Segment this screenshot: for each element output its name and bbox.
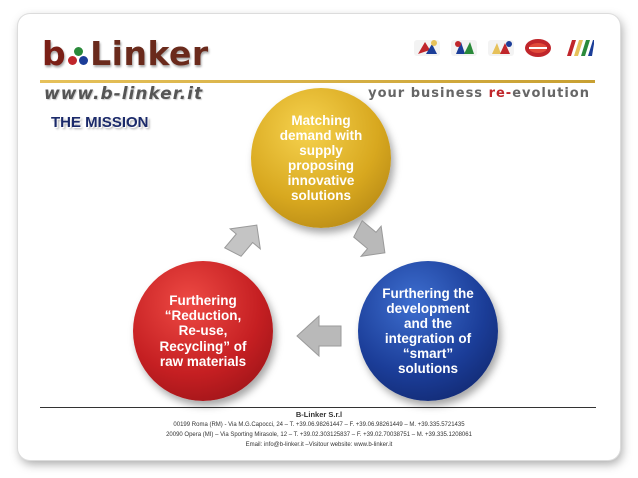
page-title: THE MISSION <box>51 114 149 131</box>
tagline-end: evolution <box>512 86 590 101</box>
arrow-right-to-left-icon <box>296 314 342 358</box>
cycle-step-1-text: Matching demand with supply proposing in… <box>279 112 363 204</box>
partner-logo-5-icon <box>567 40 594 56</box>
footer-address-opera: 20090 Opera (MI) – Via Sporting Mirasole… <box>166 432 472 438</box>
tagline-start: your business <box>368 86 489 101</box>
footer: B-Linker S.r.l 00199 Roma (RM) - Via M.G… <box>18 410 620 450</box>
footer-company: B-Linker S.r.l <box>295 410 343 419</box>
b-linker-logo: b Linker <box>42 32 209 76</box>
partner-logo-3-icon <box>488 40 514 56</box>
cycle-step-recycling: Furthering “Reduction, Re-use, Recycling… <box>133 261 273 401</box>
cycle-step-development: Furthering the development and the integ… <box>358 261 498 401</box>
partner-logo-1-icon <box>414 40 440 56</box>
logo-prefix: b <box>42 34 67 73</box>
footer-divider <box>40 407 596 408</box>
partner-logos <box>412 36 598 60</box>
header-divider <box>40 80 595 83</box>
partner-logo-4-icon <box>525 39 551 57</box>
arrow-left-to-top-icon <box>223 224 261 257</box>
cycle-step-3-text: Furthering “Reduction, Re-use, Recycling… <box>159 293 247 369</box>
cycle-step-matching: Matching demand with supply proposing in… <box>251 88 391 228</box>
partner-logo-2-icon <box>451 40 477 56</box>
logo-dots-icon <box>67 45 89 67</box>
tagline: your business re-evolution <box>368 86 590 101</box>
arrow-top-to-right-icon <box>353 219 386 257</box>
footer-contact: Email: info@b-linker.it –Visitour websit… <box>245 442 393 448</box>
cycle-step-2-text: Furthering the development and the integ… <box>382 285 474 377</box>
logo-text: Linker <box>90 34 209 73</box>
tagline-accent: re- <box>488 86 513 101</box>
footer-address-rome: 00199 Roma (RM) - Via M.G.Capocci, 24 – … <box>173 422 465 428</box>
website-url: www.b-linker.it <box>44 84 204 104</box>
slide: b Linker www.b-linker.it your business re… <box>18 14 620 460</box>
